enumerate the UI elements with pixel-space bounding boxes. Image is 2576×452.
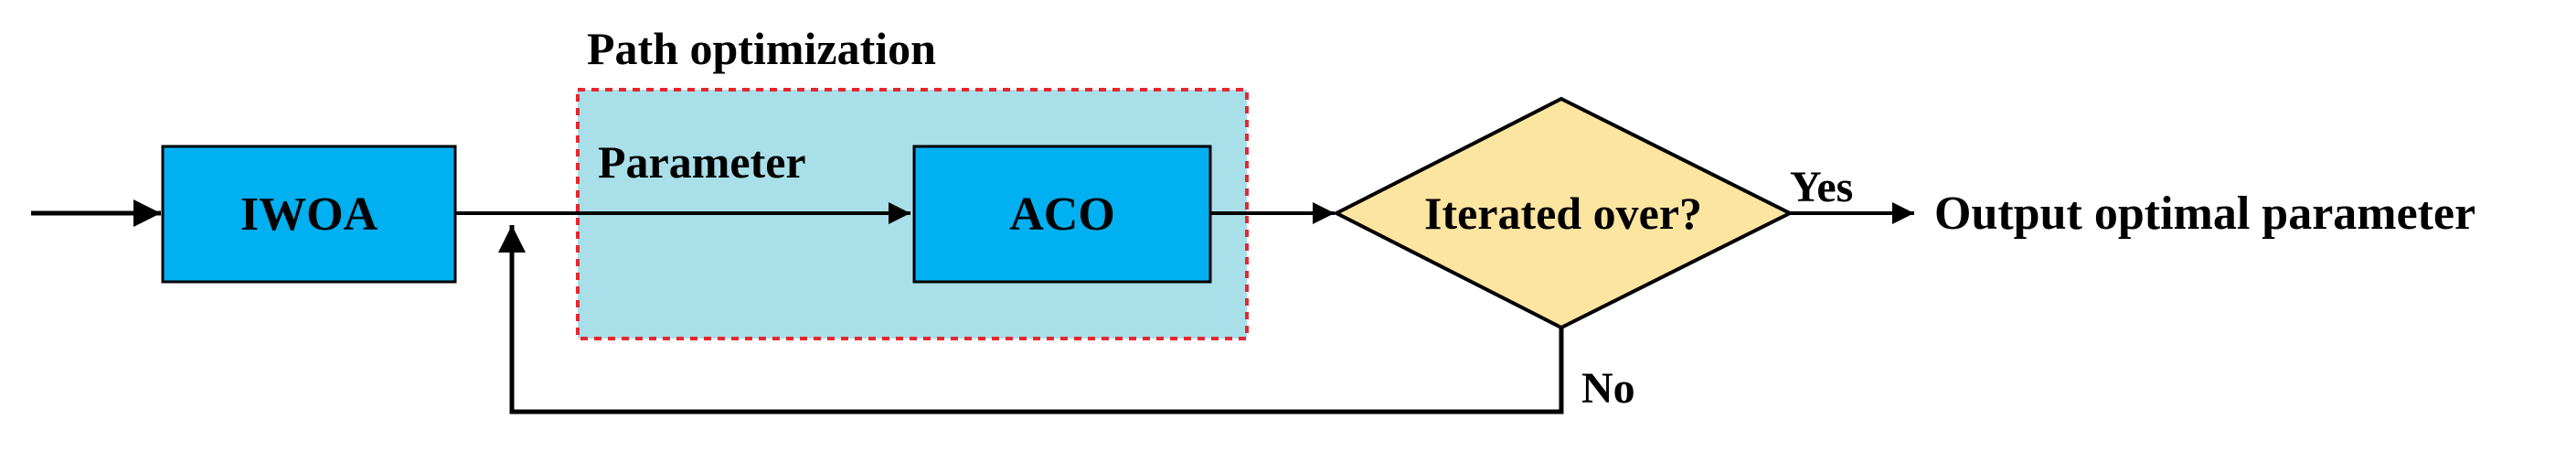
no-label: No [1581,364,1635,413]
iwoa-label: IWOA [240,188,378,241]
yes-label: Yes [1790,163,1853,211]
decision-label: Iterated over? [1424,188,1702,239]
iwoa-box [161,145,457,284]
aco-label: ACO [1009,188,1115,241]
output-label: Output optimal parameter [1934,188,2475,240]
path-optimization-title: Path optimization [587,23,936,74]
no-feedback-line [498,225,1564,414]
parameter-edge-label: Parameter [598,136,806,188]
